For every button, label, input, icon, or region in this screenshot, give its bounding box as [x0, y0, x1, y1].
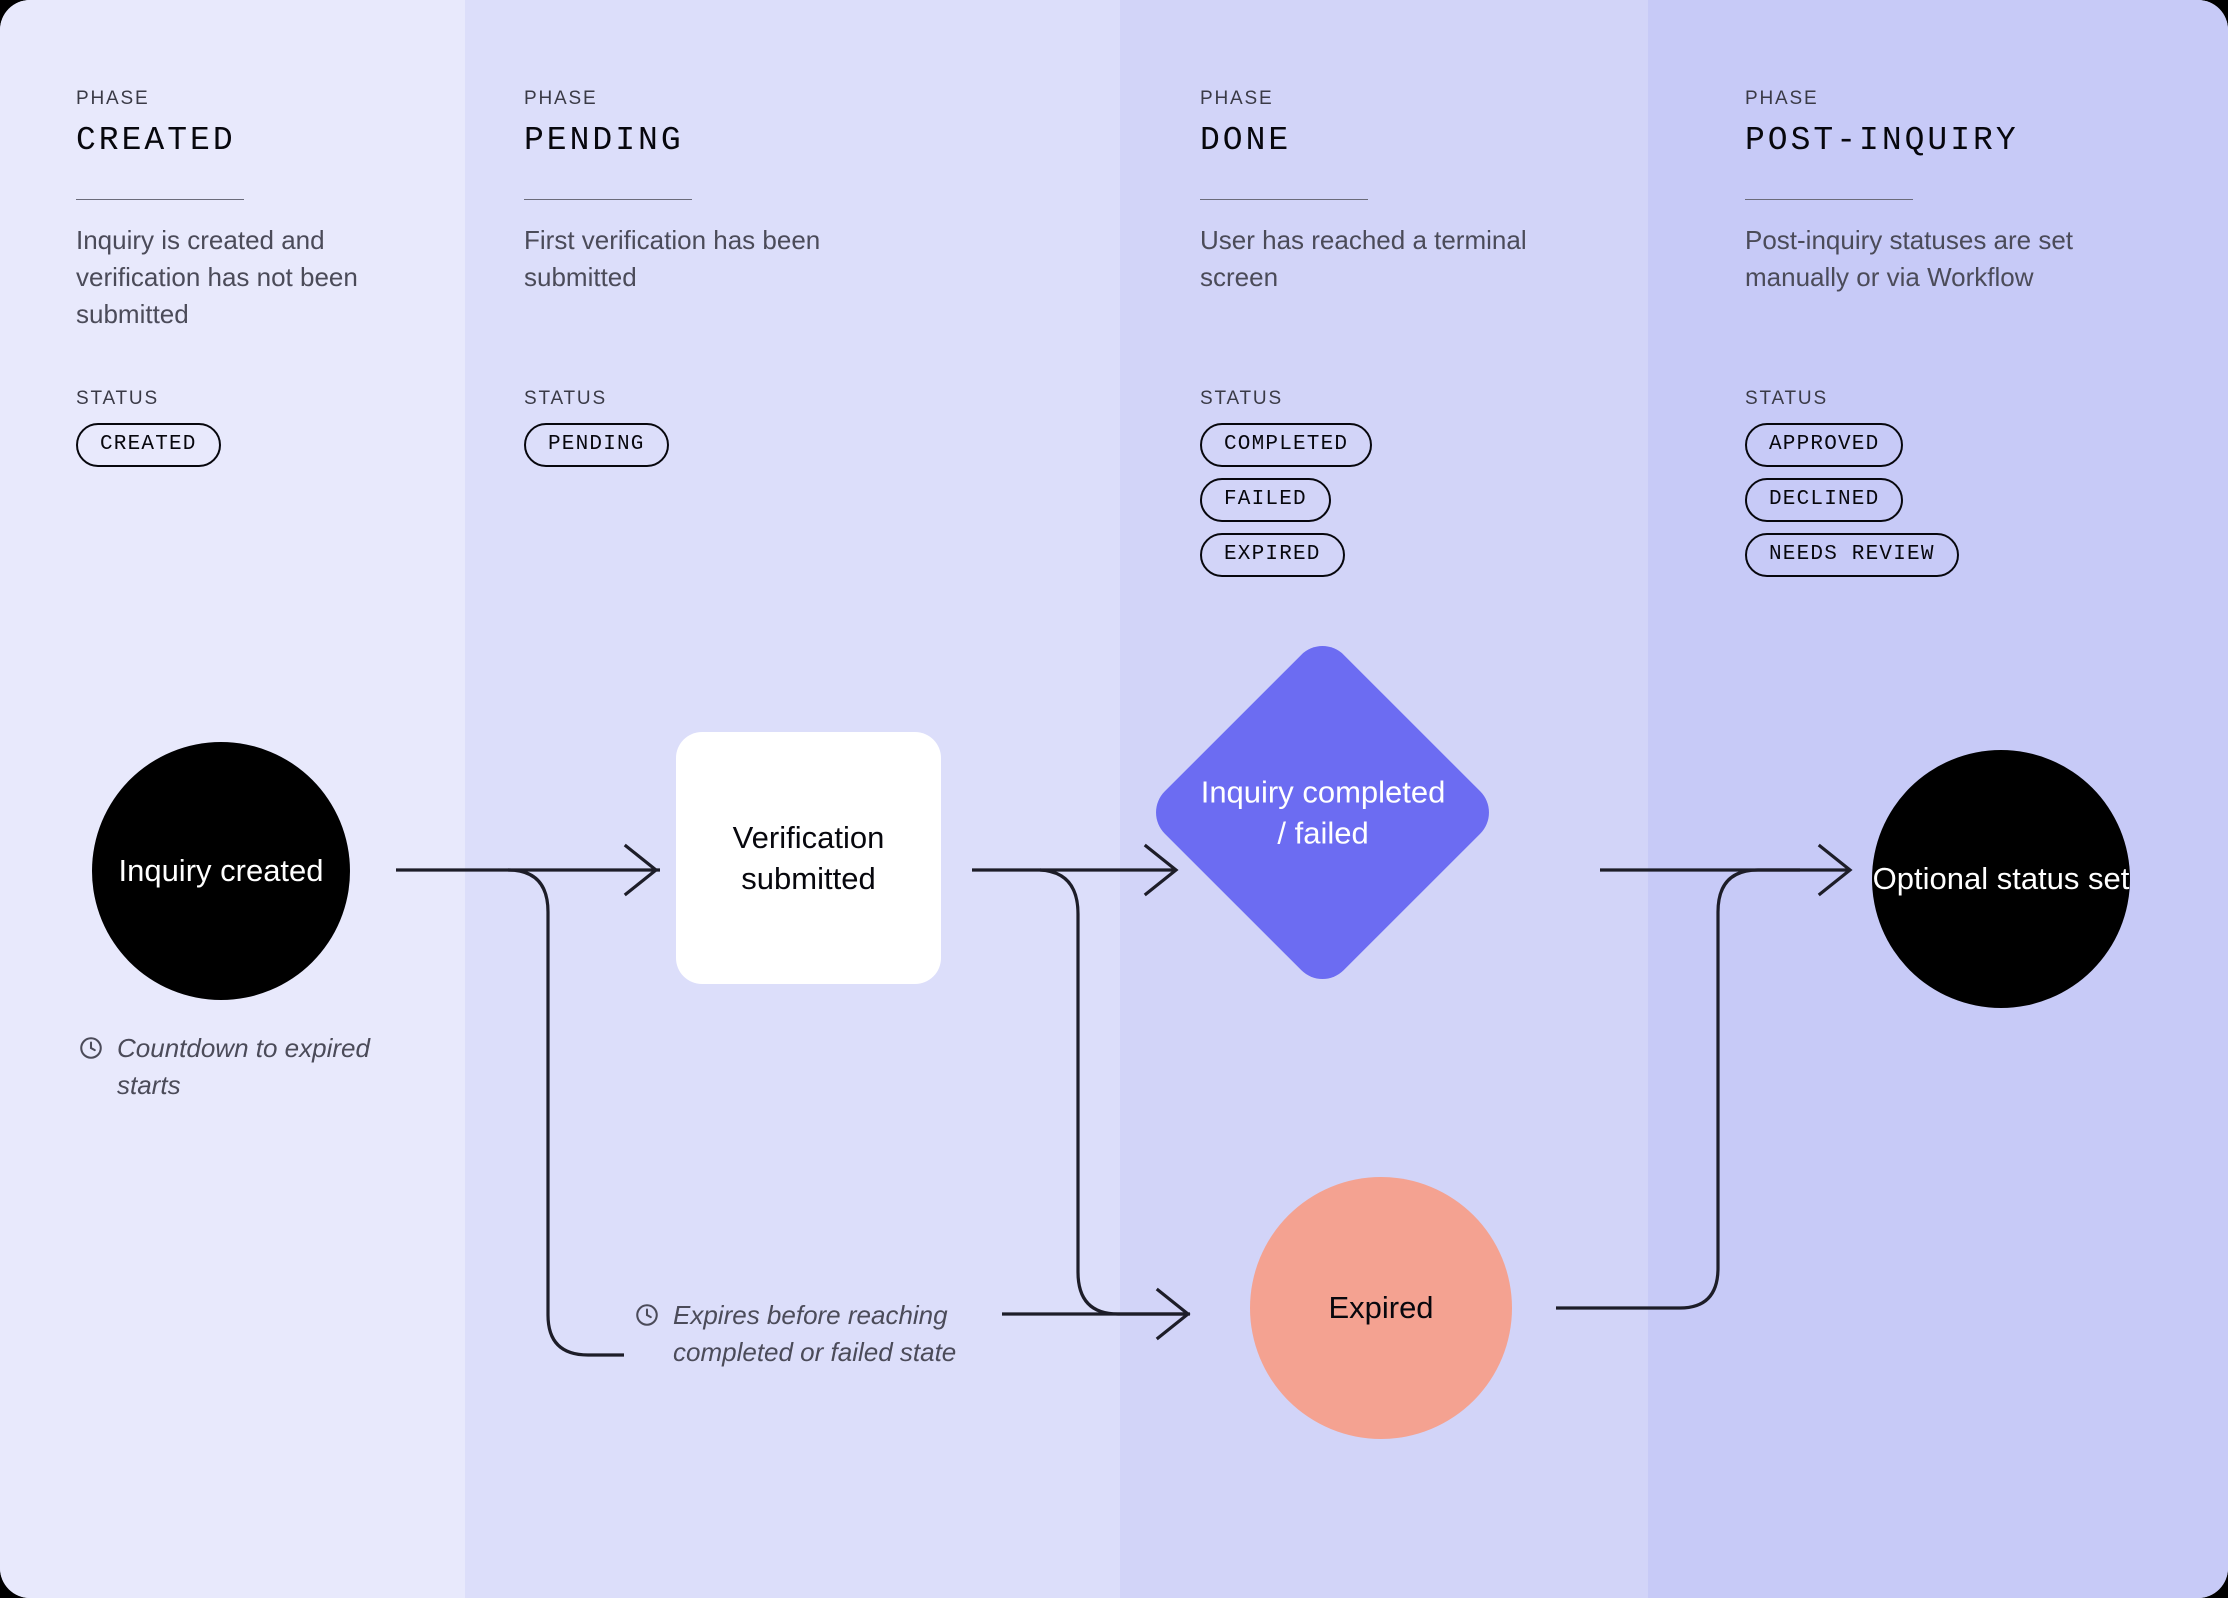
phase-kicker: PHASE	[1200, 88, 1274, 109]
node-label: Optional status set	[1872, 861, 2130, 897]
phase-description: User has reached a terminal screen	[1200, 225, 1527, 292]
phase-kicker: PHASE	[76, 88, 150, 109]
phase-kicker: PHASE	[1745, 88, 1819, 109]
node-inquiry-created[interactable]: Inquiry created	[92, 742, 350, 1000]
status-badge[interactable]: FAILED	[1200, 478, 1331, 522]
annotation-text: Countdown to expired starts	[117, 1033, 370, 1100]
annotation-text: Expires before reaching completed or fai…	[673, 1300, 957, 1367]
status-badge-row: COMPLETED	[1200, 423, 1373, 478]
annotation-countdown: Countdown to expired starts	[78, 1030, 408, 1104]
status-badge[interactable]: DECLINED	[1745, 478, 1904, 522]
status-badge-row: CREATED	[76, 423, 221, 478]
status-group-post-inquiry: STATUS APPROVED DECLINED NEEDS REVIEW	[1745, 388, 1959, 588]
status-badge-row: APPROVED	[1745, 423, 1959, 478]
clock-icon	[636, 1304, 658, 1326]
status-badge-row: NEEDS REVIEW	[1745, 533, 1959, 588]
status-group-done: STATUS COMPLETED FAILED EXPIRED	[1200, 388, 1373, 588]
status-badge[interactable]: CREATED	[76, 423, 221, 467]
status-badge[interactable]: COMPLETED	[1200, 423, 1373, 467]
node-optional-status-set[interactable]: Optional status set	[1872, 750, 2130, 1008]
divider	[76, 199, 244, 200]
node-verification-submitted[interactable]: Verification submitted	[676, 732, 941, 984]
phase-title: DONE	[1200, 122, 1292, 159]
node-label: Inquiry completed / failed	[1200, 774, 1445, 851]
divider	[1745, 199, 1913, 200]
status-group-pending: STATUS PENDING	[524, 388, 669, 478]
status-group-created: STATUS CREATED	[76, 388, 221, 478]
phase-header-post-inquiry: PHASE POST-INQUIRY Post-inquiry statuses…	[1745, 88, 2145, 296]
annotation-expires: Expires before reaching completed or fai…	[634, 1297, 1054, 1371]
status-badge[interactable]: EXPIRED	[1200, 533, 1345, 577]
phase-title: CREATED	[76, 122, 236, 159]
node-label: Expired	[1328, 1290, 1434, 1326]
status-badge-row: PENDING	[524, 423, 669, 478]
status-badge-row: EXPIRED	[1200, 533, 1372, 588]
phase-description: First verification has been submitted	[524, 225, 821, 292]
status-kicker: STATUS	[1200, 388, 1283, 409]
phase-kicker: PHASE	[524, 88, 598, 109]
divider	[524, 199, 692, 200]
phase-header-done: PHASE DONE User has reached a terminal s…	[1200, 88, 1530, 296]
phase-description: Inquiry is created and verification has …	[76, 225, 358, 329]
node-label: Inquiry created	[118, 853, 324, 889]
status-badge[interactable]: NEEDS REVIEW	[1745, 533, 1959, 577]
status-kicker: STATUS	[76, 388, 159, 409]
phase-header-pending: PHASE PENDING First verification has bee…	[524, 88, 854, 296]
status-badge[interactable]: PENDING	[524, 423, 669, 467]
divider	[1200, 199, 1368, 200]
phase-header-created: PHASE CREATED Inquiry is created and ver…	[76, 88, 406, 333]
status-badge-row: FAILED	[1200, 478, 1372, 533]
status-kicker: STATUS	[524, 388, 607, 409]
clock-icon	[80, 1037, 102, 1059]
node-label: Verification submitted	[732, 819, 885, 896]
phase-title: PENDING	[524, 122, 684, 159]
phase-title: POST-INQUIRY	[1745, 122, 2019, 159]
status-badge[interactable]: APPROVED	[1745, 423, 1904, 467]
status-kicker: STATUS	[1745, 388, 1828, 409]
phase-description: Post-inquiry statuses are set manually o…	[1745, 225, 2074, 292]
status-badge-row: DECLINED	[1745, 478, 1959, 533]
node-expired[interactable]: Expired	[1250, 1177, 1512, 1439]
